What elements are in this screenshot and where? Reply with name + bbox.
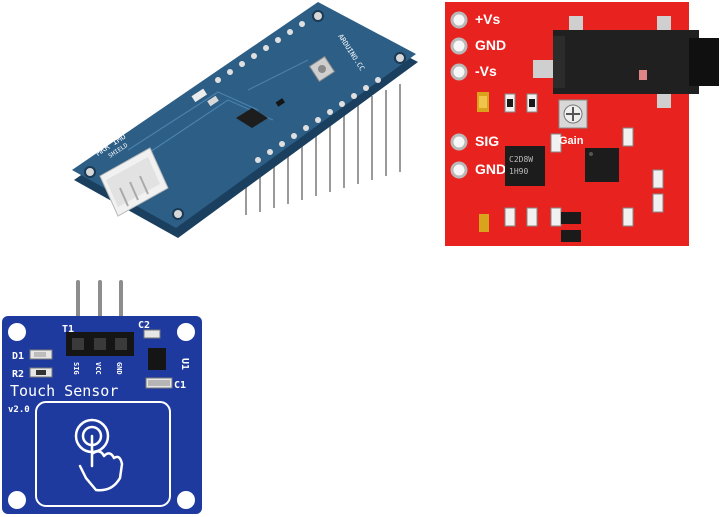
label-c1: C1 [174, 380, 186, 391]
pin-label-gnd: GND [115, 362, 123, 375]
svg-text:1H90: 1H90 [509, 167, 528, 176]
pin-pads-top-row [215, 21, 305, 83]
pin-label-gnd-bottom: GND [475, 161, 506, 177]
pin-label-sig: SIG [475, 133, 499, 149]
mkr-imu-shield-photo: ARDUINO.CC MKR IMU SHIELD [72, 2, 418, 238]
mounting-hole [172, 208, 184, 220]
pin-holes [450, 11, 468, 179]
imu-chip [236, 108, 268, 128]
gain-potentiometer [558, 99, 588, 129]
mounting-hole [312, 10, 324, 22]
label-d1: D1 [12, 351, 24, 362]
touch-ic [148, 348, 166, 370]
label-u1: U1 [179, 358, 190, 370]
label-r2: R2 [12, 369, 24, 380]
amplifier-chip: C2D8W 1H90 [505, 146, 545, 186]
pin-label-vcc: VCC [94, 362, 102, 375]
secondary-chip [585, 148, 619, 182]
smd-components [477, 92, 664, 242]
mounting-hole [84, 166, 96, 178]
grove-connector [99, 147, 169, 217]
pin-label-gnd-top: GND [475, 37, 506, 53]
pin-pads-bottom-row [255, 77, 381, 163]
label-t1: T1 [62, 324, 74, 335]
mounting-holes [8, 323, 195, 509]
touch-finger-icon [74, 418, 124, 492]
pin-label-vs-plus: +Vs [475, 11, 501, 27]
gain-label: Gain [559, 135, 584, 147]
sparkfun-sensor-photo: +Vs GND -Vs SIG GND Gain C2D8W 1H90 [445, 2, 719, 246]
board-version: v2.0 [8, 405, 30, 415]
touch-sensor-photo: T1 C2 D1 R2 C1 U1 SIG VCC GND Touch Sens… [2, 280, 202, 514]
audio-jack [533, 16, 719, 108]
pin-label-vs-minus: -Vs [475, 63, 497, 79]
touch-pad [35, 401, 171, 507]
label-c2: C2 [138, 320, 150, 331]
mounting-hole [394, 52, 406, 64]
pin-label-sig: SIG [72, 362, 80, 375]
svg-text:C2D8W: C2D8W [509, 155, 533, 164]
board-title: Touch Sensor [10, 382, 118, 400]
